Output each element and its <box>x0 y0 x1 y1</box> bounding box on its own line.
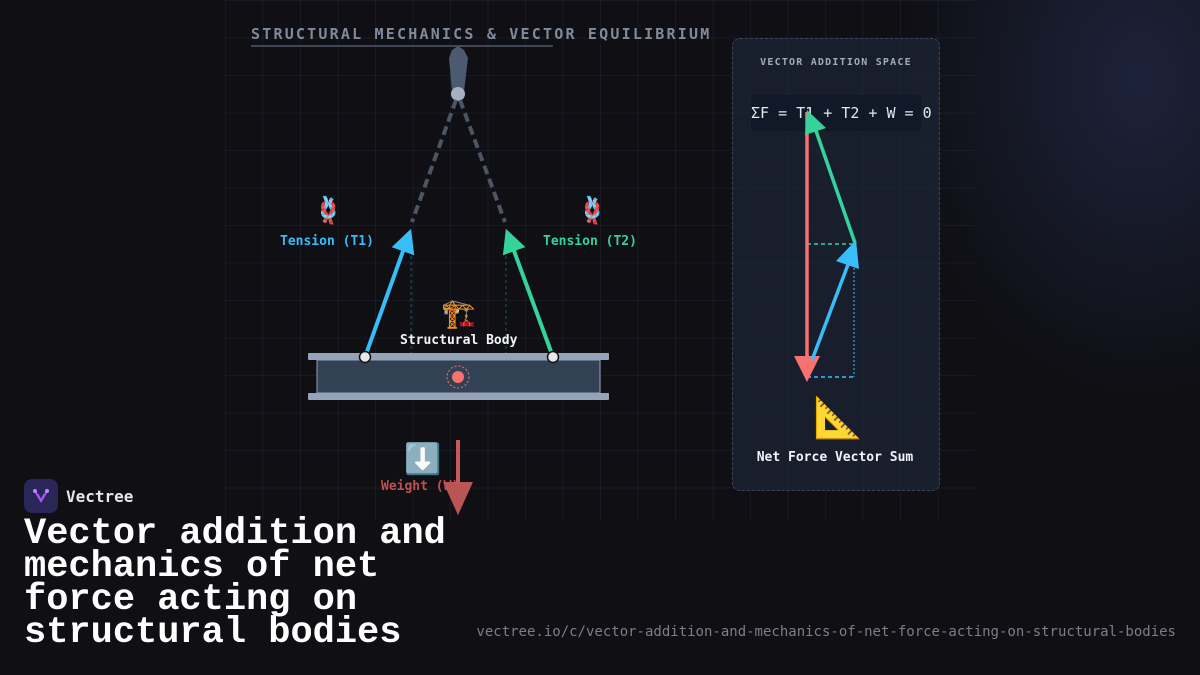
tension-t1-label: Tension (T1) <box>280 234 374 249</box>
sum-weight-arrowhead <box>794 356 820 382</box>
sum-t2-vector <box>813 127 857 244</box>
title-underline <box>251 45 553 47</box>
tension-t2-label: Tension (T2) <box>543 234 637 249</box>
headline: Vector addition and mechanics of net for… <box>24 513 446 654</box>
page-url: vectree.io/c/vector-addition-and-mechani… <box>476 624 1176 640</box>
net-force-caption: Net Force Vector Sum <box>756 450 914 465</box>
brand-name: Vectree <box>66 486 134 506</box>
brand: Vectree <box>24 479 133 513</box>
t1-attachment-point <box>358 350 372 364</box>
structural-body-label: Structural Body <box>400 333 518 348</box>
crane-icon: 🏗️ <box>441 297 476 330</box>
equilibrium-formula: ΣF = T1 + T2 + W = 0 <box>751 95 932 131</box>
sum-t2-arrowhead <box>805 110 826 135</box>
tension-t1-arrow <box>363 228 415 358</box>
rope-left <box>410 99 458 223</box>
center-of-mass <box>452 371 464 383</box>
ceiling-anchor <box>449 46 468 92</box>
anchor-pin <box>451 87 465 101</box>
weight-label: Weight (W) <box>381 479 460 494</box>
beam-top-flange <box>308 353 609 360</box>
knot-icon: 🪢 <box>576 196 609 226</box>
sum-t1-vector <box>810 261 851 361</box>
background-glow <box>900 0 1200 400</box>
tension-t2-arrow <box>502 228 555 358</box>
vector-addition-panel: VECTOR ADDITION SPACE ΣF = T1 + T2 + W =… <box>732 38 940 491</box>
diagram-title: STRUCTURAL MECHANICS & VECTOR EQUILIBRIU… <box>251 25 712 43</box>
down-arrow-icon: ⬇️ <box>404 442 442 477</box>
t2-attachment-point <box>546 350 560 364</box>
knot-icon: 🪢 <box>312 196 345 226</box>
triangle-ruler-icon: 📐 <box>813 395 863 441</box>
rope-right <box>458 99 507 223</box>
panel-title: VECTOR ADDITION SPACE <box>760 57 912 68</box>
sum-t1-arrowhead <box>836 240 859 269</box>
vectree-logo <box>24 479 58 513</box>
